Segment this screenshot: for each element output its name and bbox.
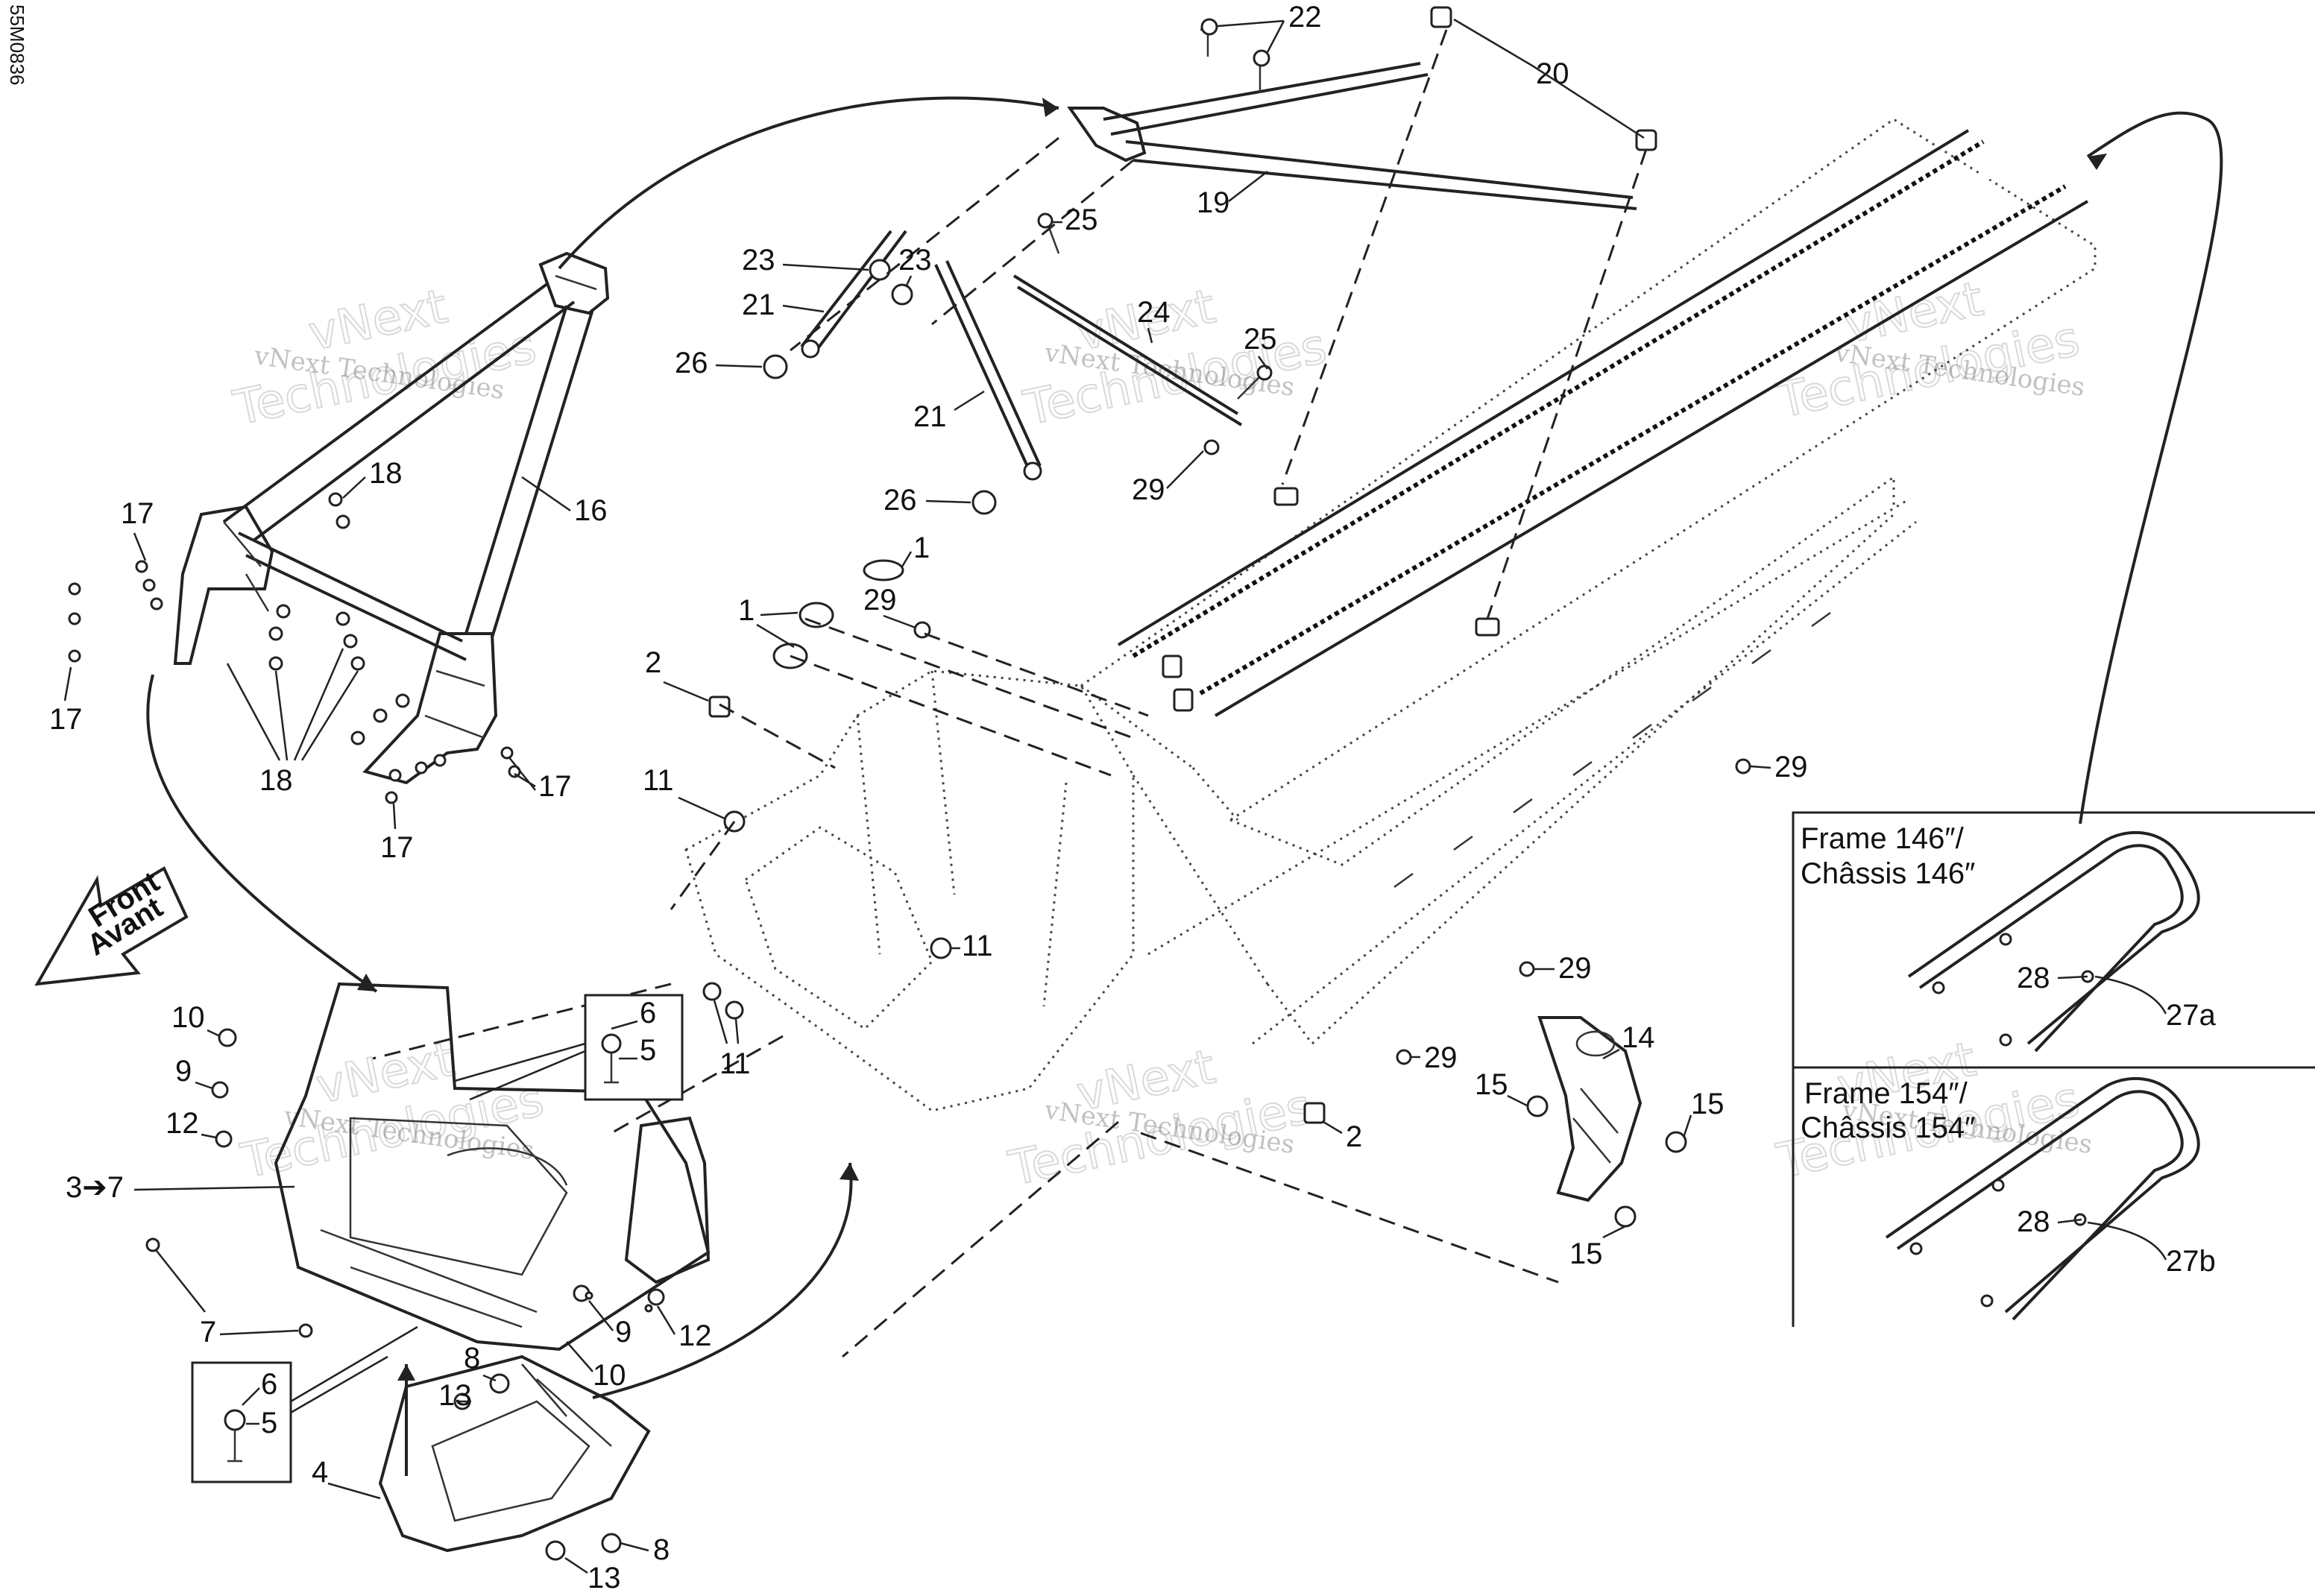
callout-8b: 8 [653,1533,670,1566]
callout-8a: 8 [464,1342,480,1375]
callout-2b: 2 [1346,1120,1362,1153]
callout-37: 3➔7 [66,1171,124,1204]
callouts: 22 20 19 23 23 25 21 24 25 26 21 29 26 1… [49,1,1808,1595]
callout-23b: 23 [898,244,932,277]
rear-bracket [1526,1016,1687,1228]
upper-struts [763,6,1657,515]
callout-14: 14 [1622,1021,1655,1054]
watermarks: vNext Technologies vNext Technologies vN… [228,271,2094,1197]
callout-29c: 29 [1774,751,1808,783]
fasteners-17-18 [68,492,521,804]
callout-18b: 18 [259,764,293,797]
callout-5a: 5 [640,1034,656,1067]
callout-10b: 10 [593,1359,626,1392]
callout-11a: 11 [643,764,674,797]
callout-16: 16 [574,494,608,527]
callout-12b: 12 [678,1319,712,1352]
callout-7a: 7 [200,1316,216,1349]
detail-box-5-6-upper [584,994,684,1101]
callout-25a: 25 [1065,204,1098,236]
callout-23a: 23 [742,244,775,277]
detail-box-5-6-lower [191,1361,292,1483]
inset-154-bolt-label: 28 [2017,1205,2050,1238]
callout-17d: 17 [380,831,414,864]
callout-15a: 15 [1475,1068,1508,1101]
inset-frame-154: Frame 154″/ Châssis 154″ 28 27b [1801,1076,2216,1321]
callout-9b: 9 [615,1316,631,1349]
callout-22: 22 [1288,1,1322,34]
callout-20: 20 [1536,57,1569,90]
callout-13a: 13 [438,1379,472,1412]
callout-13b: 13 [588,1562,621,1595]
upper-column-support [68,251,610,804]
callout-1a: 1 [913,532,930,564]
frame-length-inset: Frame 146″/ Châssis 146″ 28 27a Frame 15… [1792,811,2315,1327]
inset-154-rail-label: 27b [2166,1245,2216,1278]
callout-29d: 29 [1558,952,1592,985]
callout-11b: 11 [962,930,993,962]
callout-2a: 2 [645,646,661,679]
side-rail-holes [1393,611,1831,889]
callout-4: 4 [312,1456,328,1489]
callout-25b: 25 [1244,323,1277,356]
callout-24: 24 [1137,296,1171,329]
reference-code: 55M0836 [6,4,28,85]
inset-146-title-line1: Frame 146″/ [1801,822,1965,855]
callout-18a: 18 [369,457,403,490]
callout-26a: 26 [675,347,708,379]
callout-29a: 29 [1132,473,1165,506]
callout-9a: 9 [175,1055,192,1088]
callout-12a: 12 [166,1107,199,1140]
inset-frame-146: Frame 146″/ Châssis 146″ 28 27a [1801,822,2216,1053]
callout-21a: 21 [742,288,775,321]
callout-15b: 15 [1691,1088,1725,1120]
callout-29b: 29 [863,584,897,616]
callout-11c: 11 [719,1047,751,1080]
callout-19: 19 [1197,186,1230,219]
callout-15c: 15 [1569,1237,1603,1270]
tunnel-assembly [684,118,2097,1124]
inset-154-title-line2: Châssis 154″ [1801,1111,1975,1144]
callout-21b: 21 [913,400,947,433]
assembly-arrows [146,96,2223,1476]
callout-6a: 6 [640,997,656,1029]
callout-1b: 1 [738,594,755,627]
front-direction-sign: Front Avant [34,865,189,986]
front-plate-assembly [145,982,711,1561]
inset-146-title-line2: Châssis 146″ [1801,857,1975,890]
callout-5b: 5 [261,1407,277,1439]
callout-6b: 6 [261,1368,277,1401]
callout-29e: 29 [1424,1041,1458,1074]
callout-10a: 10 [171,1001,205,1034]
callout-17a: 17 [121,497,154,530]
inset-154-title-line1: Frame 154″/ [1804,1077,1968,1110]
callout-17b: 17 [49,703,83,736]
inset-146-rail-label: 27a [2166,999,2216,1032]
callout-17c: 17 [538,770,572,803]
callout-26b: 26 [884,484,917,517]
inset-146-bolt-label: 28 [2017,962,2050,994]
